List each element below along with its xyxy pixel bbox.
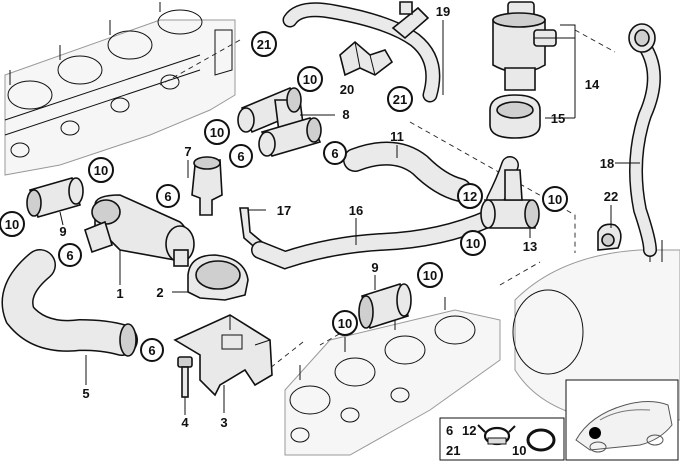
callout-21-top: 21	[251, 31, 277, 57]
svg-text:10: 10	[423, 268, 437, 283]
sleeve-9-lower	[358, 282, 412, 330]
part-number-19: 19	[436, 4, 450, 19]
svg-text:21: 21	[393, 92, 407, 107]
part-number-14: 14	[585, 77, 600, 92]
bracket-2	[187, 254, 249, 301]
callout-10-h: 10	[332, 310, 358, 336]
clip-20	[339, 40, 394, 77]
part-number-7: 7	[184, 144, 191, 159]
part-number-9-lower: 9	[371, 260, 378, 275]
callout-12: 12	[457, 183, 483, 209]
elbow-7	[191, 156, 223, 216]
hose-11	[343, 141, 472, 202]
callout-10-d: 10	[542, 186, 568, 212]
part-number-2: 2	[156, 285, 163, 300]
svg-text:12: 12	[462, 423, 476, 438]
svg-text:10: 10	[338, 316, 352, 331]
hose-18	[628, 23, 661, 257]
svg-text:21: 21	[257, 37, 271, 52]
hose-16	[251, 156, 519, 270]
part-number-11: 11	[390, 129, 404, 144]
part-number-18: 18	[600, 156, 614, 171]
callout-6-b: 6	[156, 184, 180, 208]
assembly-dashed-lines	[159, 29, 616, 381]
hose-19	[282, 1, 441, 103]
callout-6-e: 6	[140, 338, 164, 362]
svg-text:10: 10	[512, 443, 526, 458]
part-number-20: 20	[340, 82, 354, 97]
sleeve-9-upper	[26, 177, 84, 218]
callout-10-b: 10	[204, 119, 230, 145]
svg-text:10: 10	[303, 72, 317, 87]
svg-text:21: 21	[446, 443, 460, 458]
part-number-9-upper: 9	[59, 224, 66, 239]
intake-manifold-upper	[4, 2, 236, 176]
part-number-15: 15	[551, 111, 565, 126]
part-number-3: 3	[220, 415, 227, 430]
t-connector-8	[237, 86, 322, 157]
charcoal-canister	[512, 240, 680, 421]
svg-text:10: 10	[210, 125, 224, 140]
svg-text:6: 6	[446, 423, 453, 438]
valve-14	[492, 1, 557, 91]
idle-valve-1	[84, 194, 195, 267]
callout-6-a: 6	[229, 144, 253, 168]
svg-text:6: 6	[148, 343, 155, 358]
callout-10-c: 10	[88, 157, 114, 183]
part-number-22: 22	[604, 189, 618, 204]
callout-10-e: 10	[0, 211, 25, 237]
svg-text:10: 10	[548, 192, 562, 207]
svg-text:6: 6	[331, 146, 338, 161]
part-number-4: 4	[181, 415, 189, 430]
svg-text:6: 6	[164, 189, 171, 204]
part-number-1: 1	[116, 286, 123, 301]
ring-15	[489, 94, 541, 139]
callout-6-c: 6	[323, 141, 347, 165]
part-number-17: 17	[277, 203, 291, 218]
clamp-22	[597, 223, 622, 251]
o-ring-icon	[526, 428, 556, 452]
callout-21-b: 21	[387, 86, 413, 112]
callout-10-g: 10	[417, 262, 443, 288]
hose-clamp-icon	[477, 424, 516, 446]
t-piece-13	[480, 169, 540, 229]
part-number-16: 16	[349, 203, 363, 218]
svg-text:6: 6	[66, 248, 73, 263]
legend-inset: 6 12 21 10	[439, 417, 565, 461]
vehicle-locator-inset	[565, 379, 679, 461]
part-number-8: 8	[342, 107, 349, 122]
callout-10-f: 10	[460, 230, 486, 256]
leader-lines	[59, 20, 640, 415]
intake-manifold-lower	[284, 297, 501, 456]
svg-text:10: 10	[5, 217, 19, 232]
bracket-3	[173, 314, 273, 397]
hose-5	[1, 249, 138, 357]
svg-text:12: 12	[463, 189, 477, 204]
part-number-5: 5	[82, 386, 89, 401]
svg-text:10: 10	[94, 163, 108, 178]
part-number-13: 13	[523, 239, 537, 254]
bolt-4	[177, 356, 193, 398]
callout-6-d: 6	[58, 243, 82, 267]
callout-10-a: 10	[297, 66, 323, 92]
svg-text:6: 6	[237, 149, 244, 164]
svg-text:10: 10	[466, 236, 480, 251]
